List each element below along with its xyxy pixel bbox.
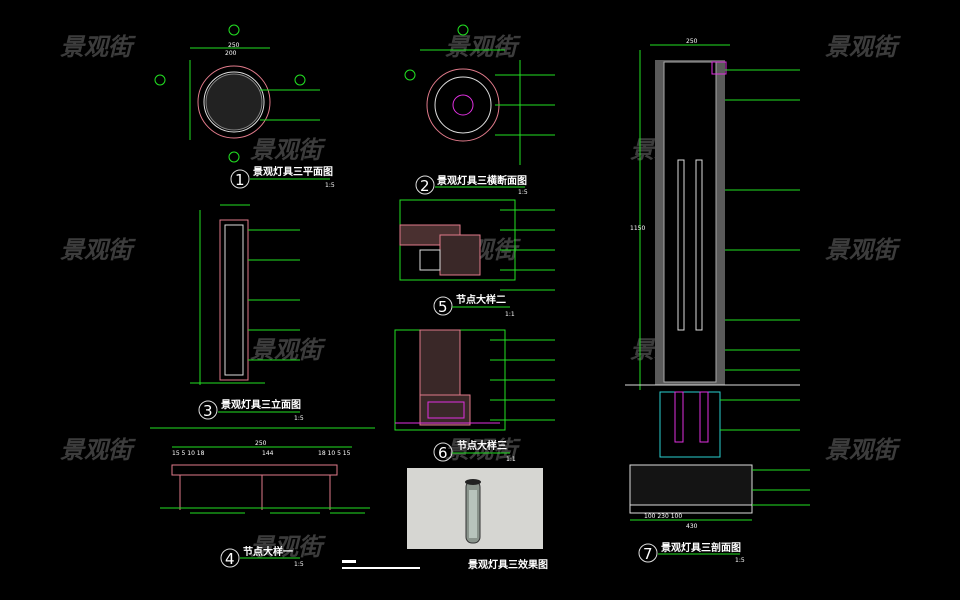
detail-1-view: 250 15 5 10 18 144 18 10 5 15 — [150, 427, 375, 514]
svg-text:1:5: 1:5 — [325, 182, 335, 189]
svg-text:3: 3 — [203, 402, 213, 420]
svg-text:430: 430 — [686, 523, 698, 530]
view-title-4: 4 节点大样一 1:5 — [220, 545, 304, 568]
svg-text:1:5: 1:5 — [518, 189, 528, 196]
svg-text:1:5: 1:5 — [294, 561, 304, 568]
svg-text:景观灯具三立面图: 景观灯具三立面图 — [221, 398, 301, 411]
watermark: 景观街 — [60, 436, 136, 464]
svg-text:节点大样三: 节点大样三 — [457, 439, 507, 452]
svg-text:1150: 1150 — [630, 225, 645, 232]
cross-section-view — [404, 24, 555, 165]
watermark: 景观街 — [60, 33, 136, 61]
view-title-6: 6 节点大样三 1:1 — [433, 439, 516, 463]
svg-text:1:5: 1:5 — [735, 557, 745, 564]
detail-2-view — [399, 199, 555, 291]
view-title-7: 7 景观灯具三剖面图 1:5 — [638, 541, 745, 564]
view-title-rendering: 景观灯具三效果图 — [468, 558, 548, 571]
svg-text:4: 4 — [225, 550, 235, 568]
watermark: 景观街 — [825, 436, 901, 464]
svg-text:1: 1 — [235, 171, 245, 189]
svg-text:200: 200 — [225, 50, 237, 57]
watermark: 景观街 — [825, 236, 901, 264]
watermark: 景观街 — [250, 533, 326, 561]
view-title-1: 1 景观灯具三平面图 1:5 — [230, 165, 335, 189]
svg-text:景观灯具三横断面图: 景观灯具三横断面图 — [437, 174, 527, 187]
view-title-5: 5 节点大样二 1:1 — [433, 293, 515, 318]
section-view: 250 1150 100 230 100 430 — [625, 38, 810, 530]
plan-view: 250 200 — [154, 24, 320, 163]
svg-text:景观灯具三效果图: 景观灯具三效果图 — [468, 558, 548, 571]
svg-text:1:1: 1:1 — [506, 456, 516, 463]
svg-text:18 10 5 15: 18 10 5 15 — [318, 450, 351, 457]
svg-text:250: 250 — [228, 42, 240, 49]
svg-text:15 5 10 18: 15 5 10 18 — [172, 450, 205, 457]
watermark: 景观街 — [825, 33, 901, 61]
svg-text:景观灯具三剖面图: 景观灯具三剖面图 — [661, 541, 741, 554]
svg-text:景观灯具三平面图: 景观灯具三平面图 — [253, 165, 333, 178]
svg-text:1:5: 1:5 — [294, 415, 304, 422]
rendering-image — [407, 468, 543, 549]
svg-text:节点大样一: 节点大样一 — [243, 545, 293, 558]
svg-text:2: 2 — [420, 177, 430, 195]
svg-text:1:1: 1:1 — [505, 311, 515, 318]
svg-text:节点大样二: 节点大样二 — [456, 293, 506, 306]
svg-text:100 230 100: 100 230 100 — [644, 513, 682, 520]
watermark: 景观街 — [250, 336, 326, 364]
view-title-2: 2 景观灯具三横断面图 1:5 — [415, 174, 528, 196]
scale-bar — [342, 560, 420, 569]
svg-text:5: 5 — [438, 298, 448, 316]
watermark: 景观街 — [250, 136, 326, 164]
watermark: 景观街 — [445, 436, 521, 464]
detail-3-view — [394, 329, 555, 431]
svg-text:250: 250 — [255, 440, 267, 447]
svg-text:250: 250 — [686, 38, 698, 45]
watermark: 景观街 — [60, 236, 136, 264]
svg-text:7: 7 — [643, 545, 653, 563]
view-title-3: 3 景观灯具三立面图 1:5 — [198, 398, 304, 422]
watermark: 景观街 — [445, 33, 521, 61]
svg-text:6: 6 — [438, 444, 448, 462]
elevation-view — [190, 204, 300, 385]
svg-text:144: 144 — [262, 450, 274, 457]
